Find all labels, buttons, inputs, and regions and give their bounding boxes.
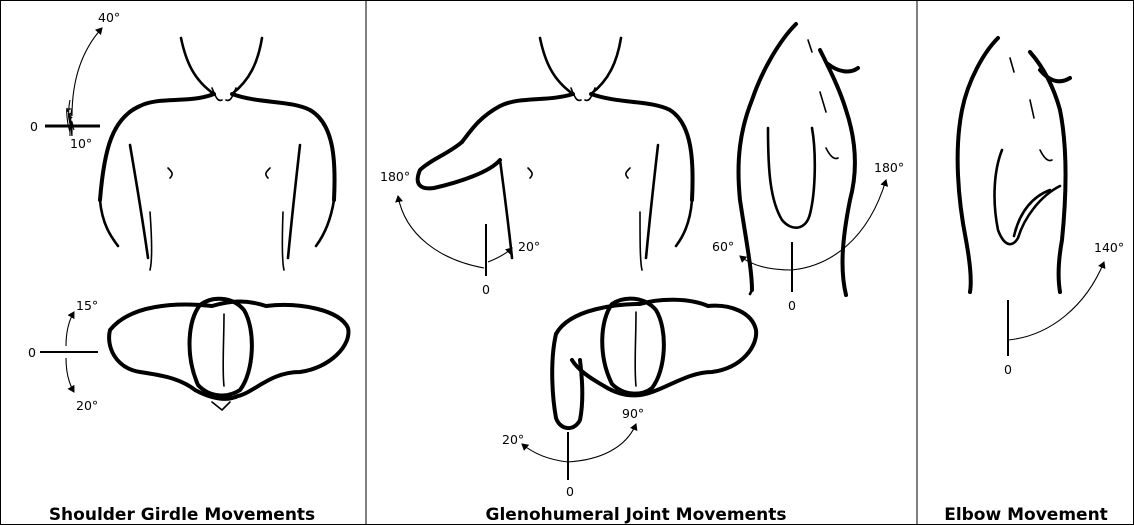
glenohumeral-front-torso-illustration [418,38,693,270]
shoulder-front-label-zero: 0 [30,119,38,134]
glenohumeral-front-label-max: 180° [380,169,410,184]
glenohumeral-top-view-illustration [552,299,756,428]
glenohumeral-side-view-illustration [739,24,859,295]
glenohumeral-front-label-zero: 0 [482,282,490,297]
panel-elbow: 140° 0 Elbow Movement [944,38,1124,525]
panel-title-shoulder: Shoulder Girdle Movements [49,505,315,525]
glenohumeral-front-label-min: 20° [518,239,540,254]
elbow-flexion-arrow [1008,262,1104,340]
panel-glenohumeral: 180° 20° 0 180° 60° 0 20° [380,24,904,525]
elbow-side-view-illustration [958,38,1070,292]
glenohumeral-front-extension-arrow [488,248,512,262]
shoulder-top-label-up: 15° [76,298,98,313]
glenohumeral-side-label-min: 60° [712,239,734,254]
shoulder-front-label-up: 40° [98,10,120,25]
shoulder-top-view-illustration [109,299,348,410]
shoulder-front-label-down: 10° [70,136,92,151]
elbow-label-max: 140° [1094,240,1124,255]
panel-title-elbow: Elbow Movement [944,505,1108,525]
shoulder-top-backward-arrow [66,358,74,392]
shoulder-top-forward-arrow [66,312,74,346]
glenohumeral-top-horizontal-flexion-arrow [568,424,636,462]
shoulder-front-torso-illustration [100,38,335,270]
shoulder-top-label-down: 20° [76,398,98,413]
shoulder-front-elevation-arrow [72,28,102,116]
elbow-label-zero: 0 [1004,362,1012,377]
glenohumeral-top-label-right: 90° [622,406,644,421]
glenohumeral-front-flexion-arrow [398,196,484,268]
glenohumeral-side-flexion-arrow [792,180,886,270]
glenohumeral-top-label-left: 20° [502,432,524,447]
panel-shoulder-girdle: 40° 0 10° 15° 0 20° Shoulder Girdle Move… [28,10,348,525]
glenohumeral-side-label-max: 180° [874,160,904,175]
shoulder-top-label-zero: 0 [28,345,36,360]
glenohumeral-top-horizontal-extension-arrow [522,444,568,462]
glenohumeral-top-label-zero: 0 [566,484,574,499]
glenohumeral-side-label-zero: 0 [788,298,796,313]
panel-title-glenohumeral: Glenohumeral Joint Movements [486,505,787,525]
